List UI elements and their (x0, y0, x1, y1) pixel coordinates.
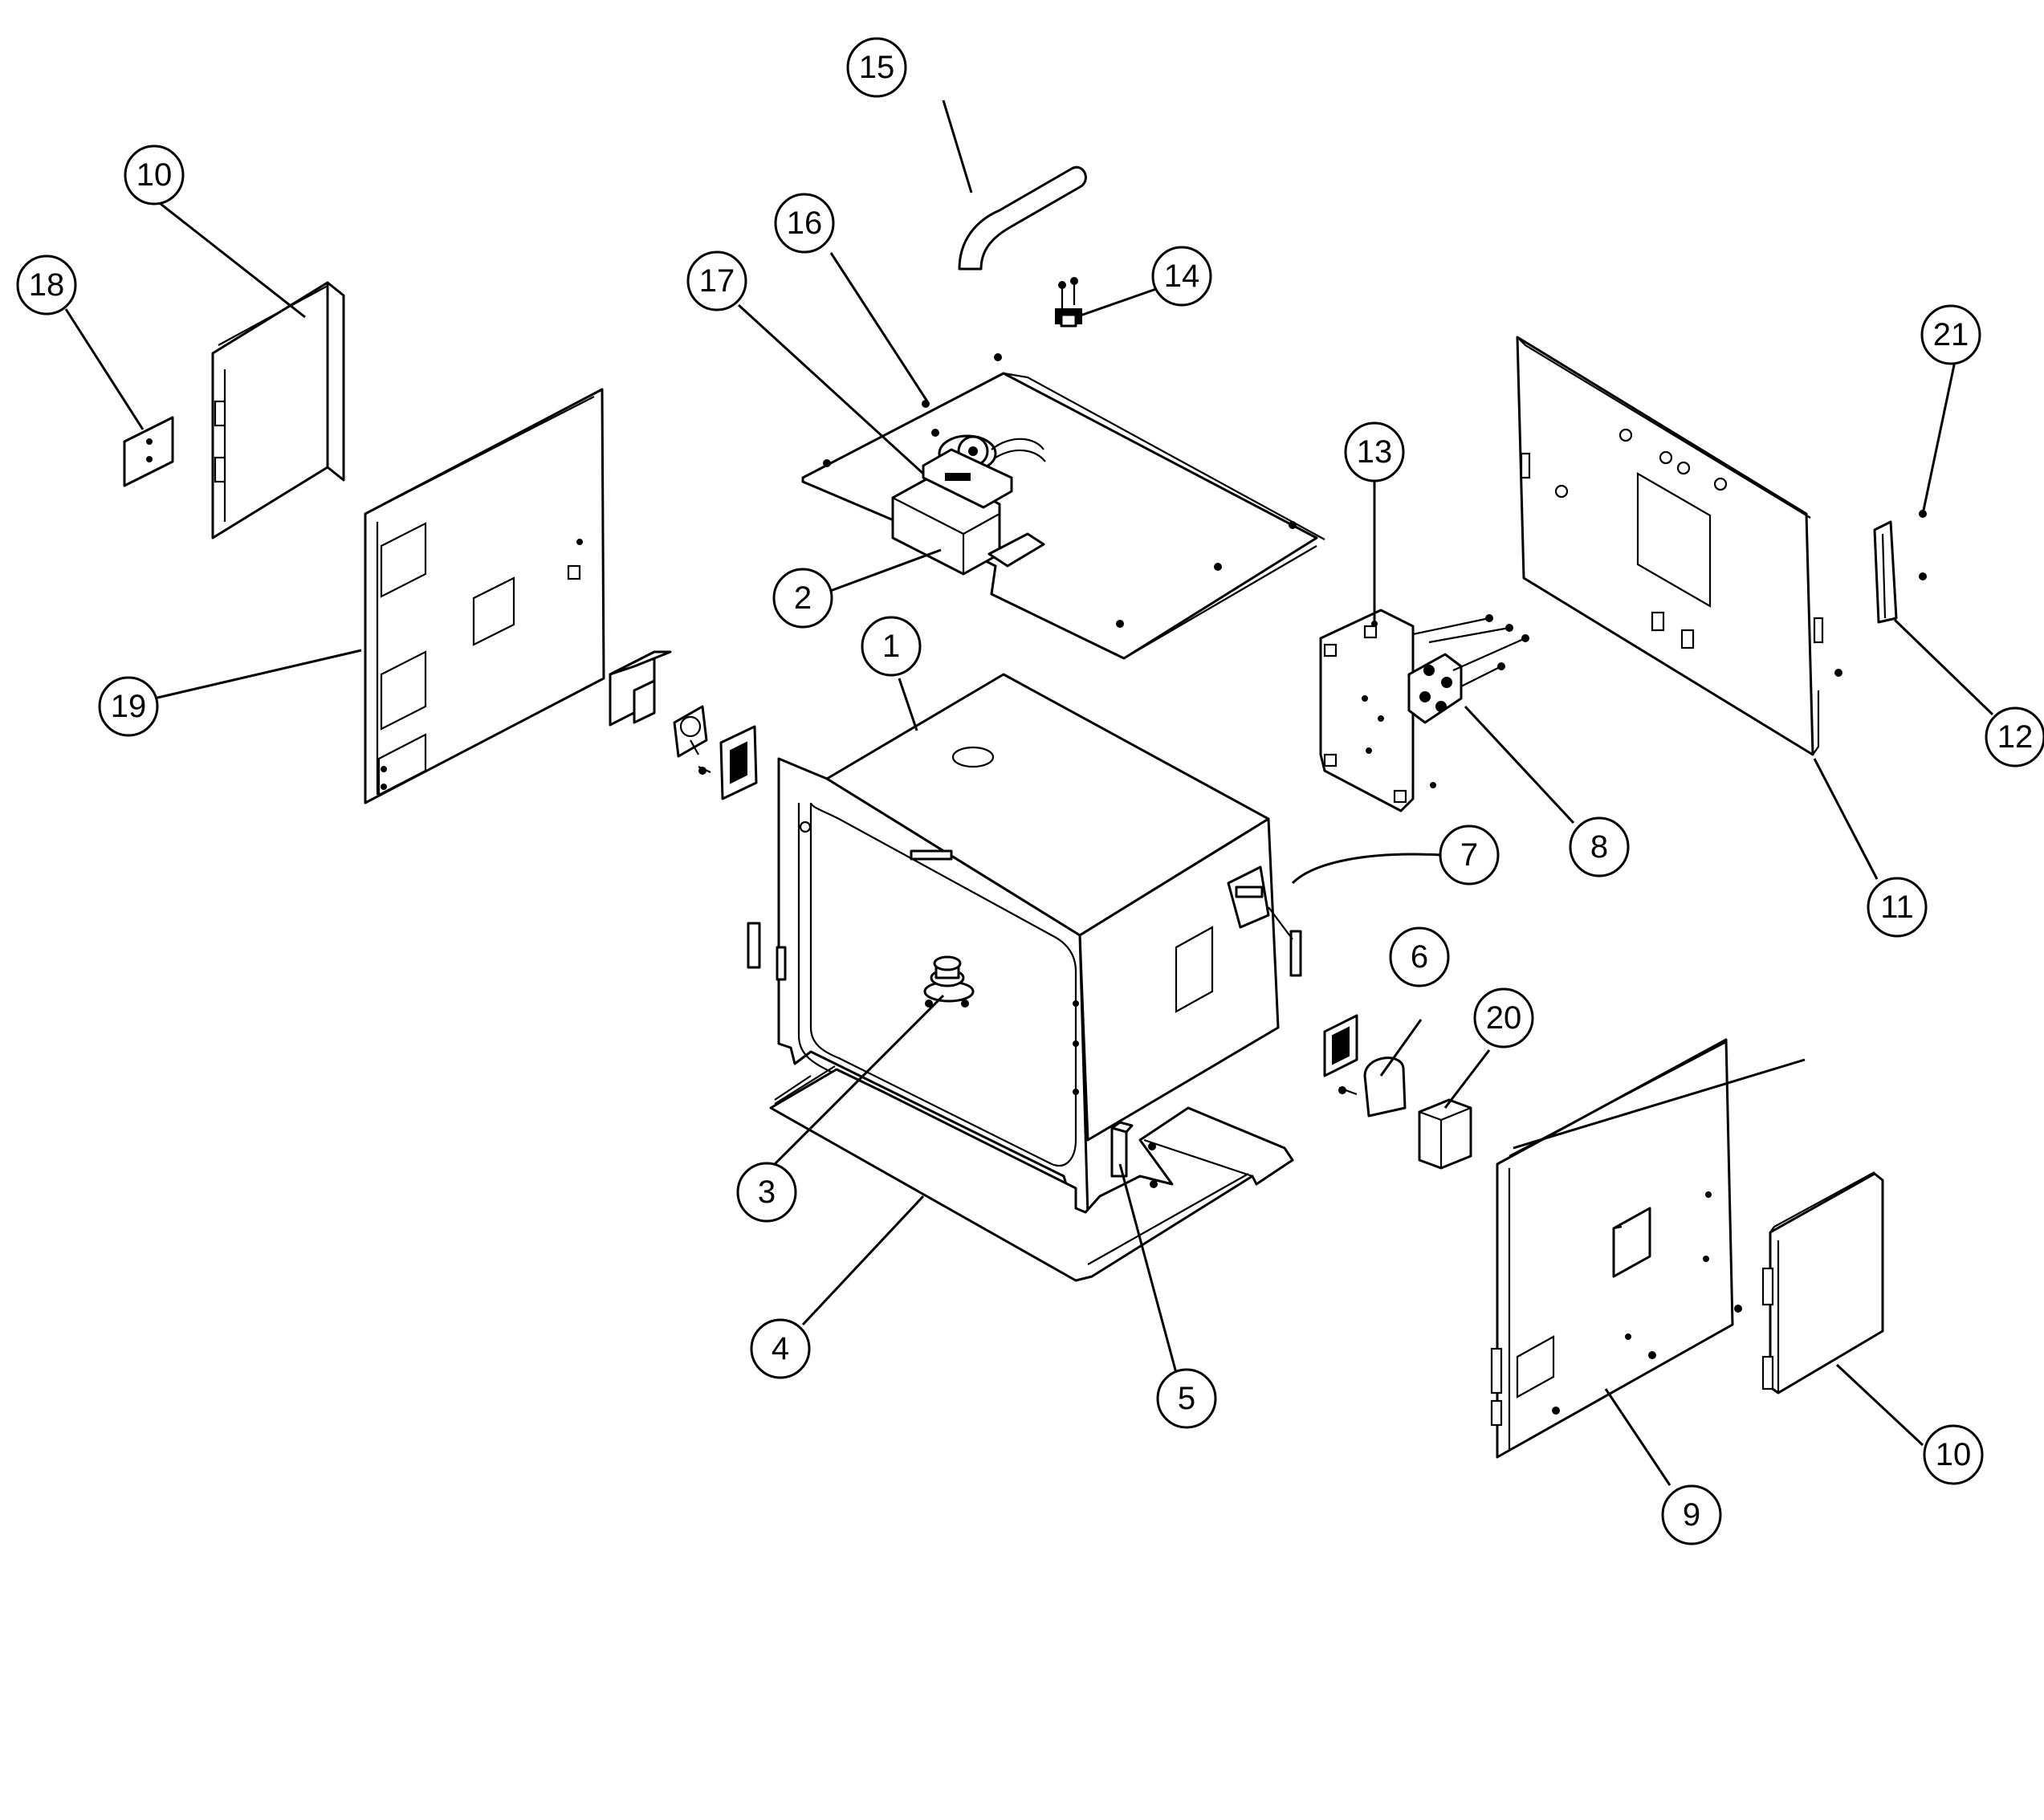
callout-number: 20 (1486, 1000, 1522, 1036)
callout-number: 7 (1460, 837, 1478, 873)
callout-number: 18 (29, 267, 65, 303)
callout-number: 1 (882, 629, 900, 664)
part-14-clip (1055, 277, 1082, 328)
callout-number: 14 (1164, 259, 1200, 294)
callout-number: 3 (758, 1175, 776, 1210)
callout-4: 4 (750, 1318, 811, 1379)
callout-5: 5 (1156, 1368, 1217, 1429)
callout-number: 13 (1357, 434, 1393, 470)
leader-lines (64, 100, 1994, 1486)
callout-10-upper: 10 (124, 145, 185, 206)
part-11-rear-panel (1516, 336, 1842, 756)
callout-11: 11 (1867, 877, 1928, 938)
callout-number: 11 (1880, 890, 1914, 925)
part-20-box (1418, 1098, 1472, 1170)
callout-number: 21 (1933, 317, 1969, 352)
left-switch-assembly (609, 650, 758, 800)
callout-9: 9 (1661, 1484, 1722, 1545)
callout-number: 5 (1178, 1381, 1195, 1416)
part-10-side-cover-left (211, 281, 345, 539)
callout-number: 8 (1590, 829, 1608, 865)
callout-20: 20 (1473, 987, 1534, 1048)
part-3-fitting (923, 955, 975, 1008)
part-4-base-plate (769, 1065, 1294, 1282)
callout-number: 12 (1997, 719, 2034, 755)
callout-1: 1 (861, 616, 922, 677)
callout-8: 8 (1569, 816, 1630, 877)
part-15-hose (958, 165, 1087, 271)
callout-10-lower: 10 (1923, 1424, 1984, 1485)
callout-2: 2 (772, 568, 833, 629)
callout-21: 21 (1920, 304, 1981, 365)
callout-19: 19 (98, 676, 159, 737)
callout-number: 17 (699, 263, 735, 299)
callout-number: 16 (787, 206, 823, 241)
callout-number: 4 (772, 1331, 789, 1366)
callout-17: 17 (686, 250, 747, 311)
top-cover-assembly (801, 353, 1325, 660)
callout-15: 15 (846, 37, 907, 98)
callout-number: 10 (1936, 1437, 1972, 1472)
part-6-switch (1323, 1014, 1407, 1118)
callout-6: 6 (1389, 926, 1450, 987)
callout-number: 19 (111, 689, 147, 724)
part-5-bracket (1110, 1121, 1158, 1188)
callout-number: 15 (859, 50, 895, 85)
part-13-mounting-plate (1319, 609, 1415, 812)
part-8-terminal-block (1371, 614, 1529, 788)
callout-3: 3 (736, 1162, 797, 1223)
callout-16: 16 (774, 193, 835, 254)
part-10-side-cover-right (1761, 1171, 1884, 1395)
part-18-label-plate (123, 416, 174, 487)
callout-12: 12 (1985, 706, 2044, 767)
callout-7: 7 (1439, 824, 1500, 886)
part-9-right-side-panel (1490, 1038, 1742, 1459)
part-12-bracket (1873, 510, 1927, 624)
callout-18: 18 (16, 254, 77, 316)
callout-number: 9 (1683, 1497, 1700, 1533)
callout-13: 13 (1344, 421, 1405, 482)
callout-number: 6 (1411, 939, 1428, 975)
callout-number: 10 (136, 157, 173, 193)
callout-14: 14 (1151, 246, 1212, 307)
callout-number: 2 (794, 580, 812, 616)
part-19-left-side-panel (364, 388, 605, 804)
